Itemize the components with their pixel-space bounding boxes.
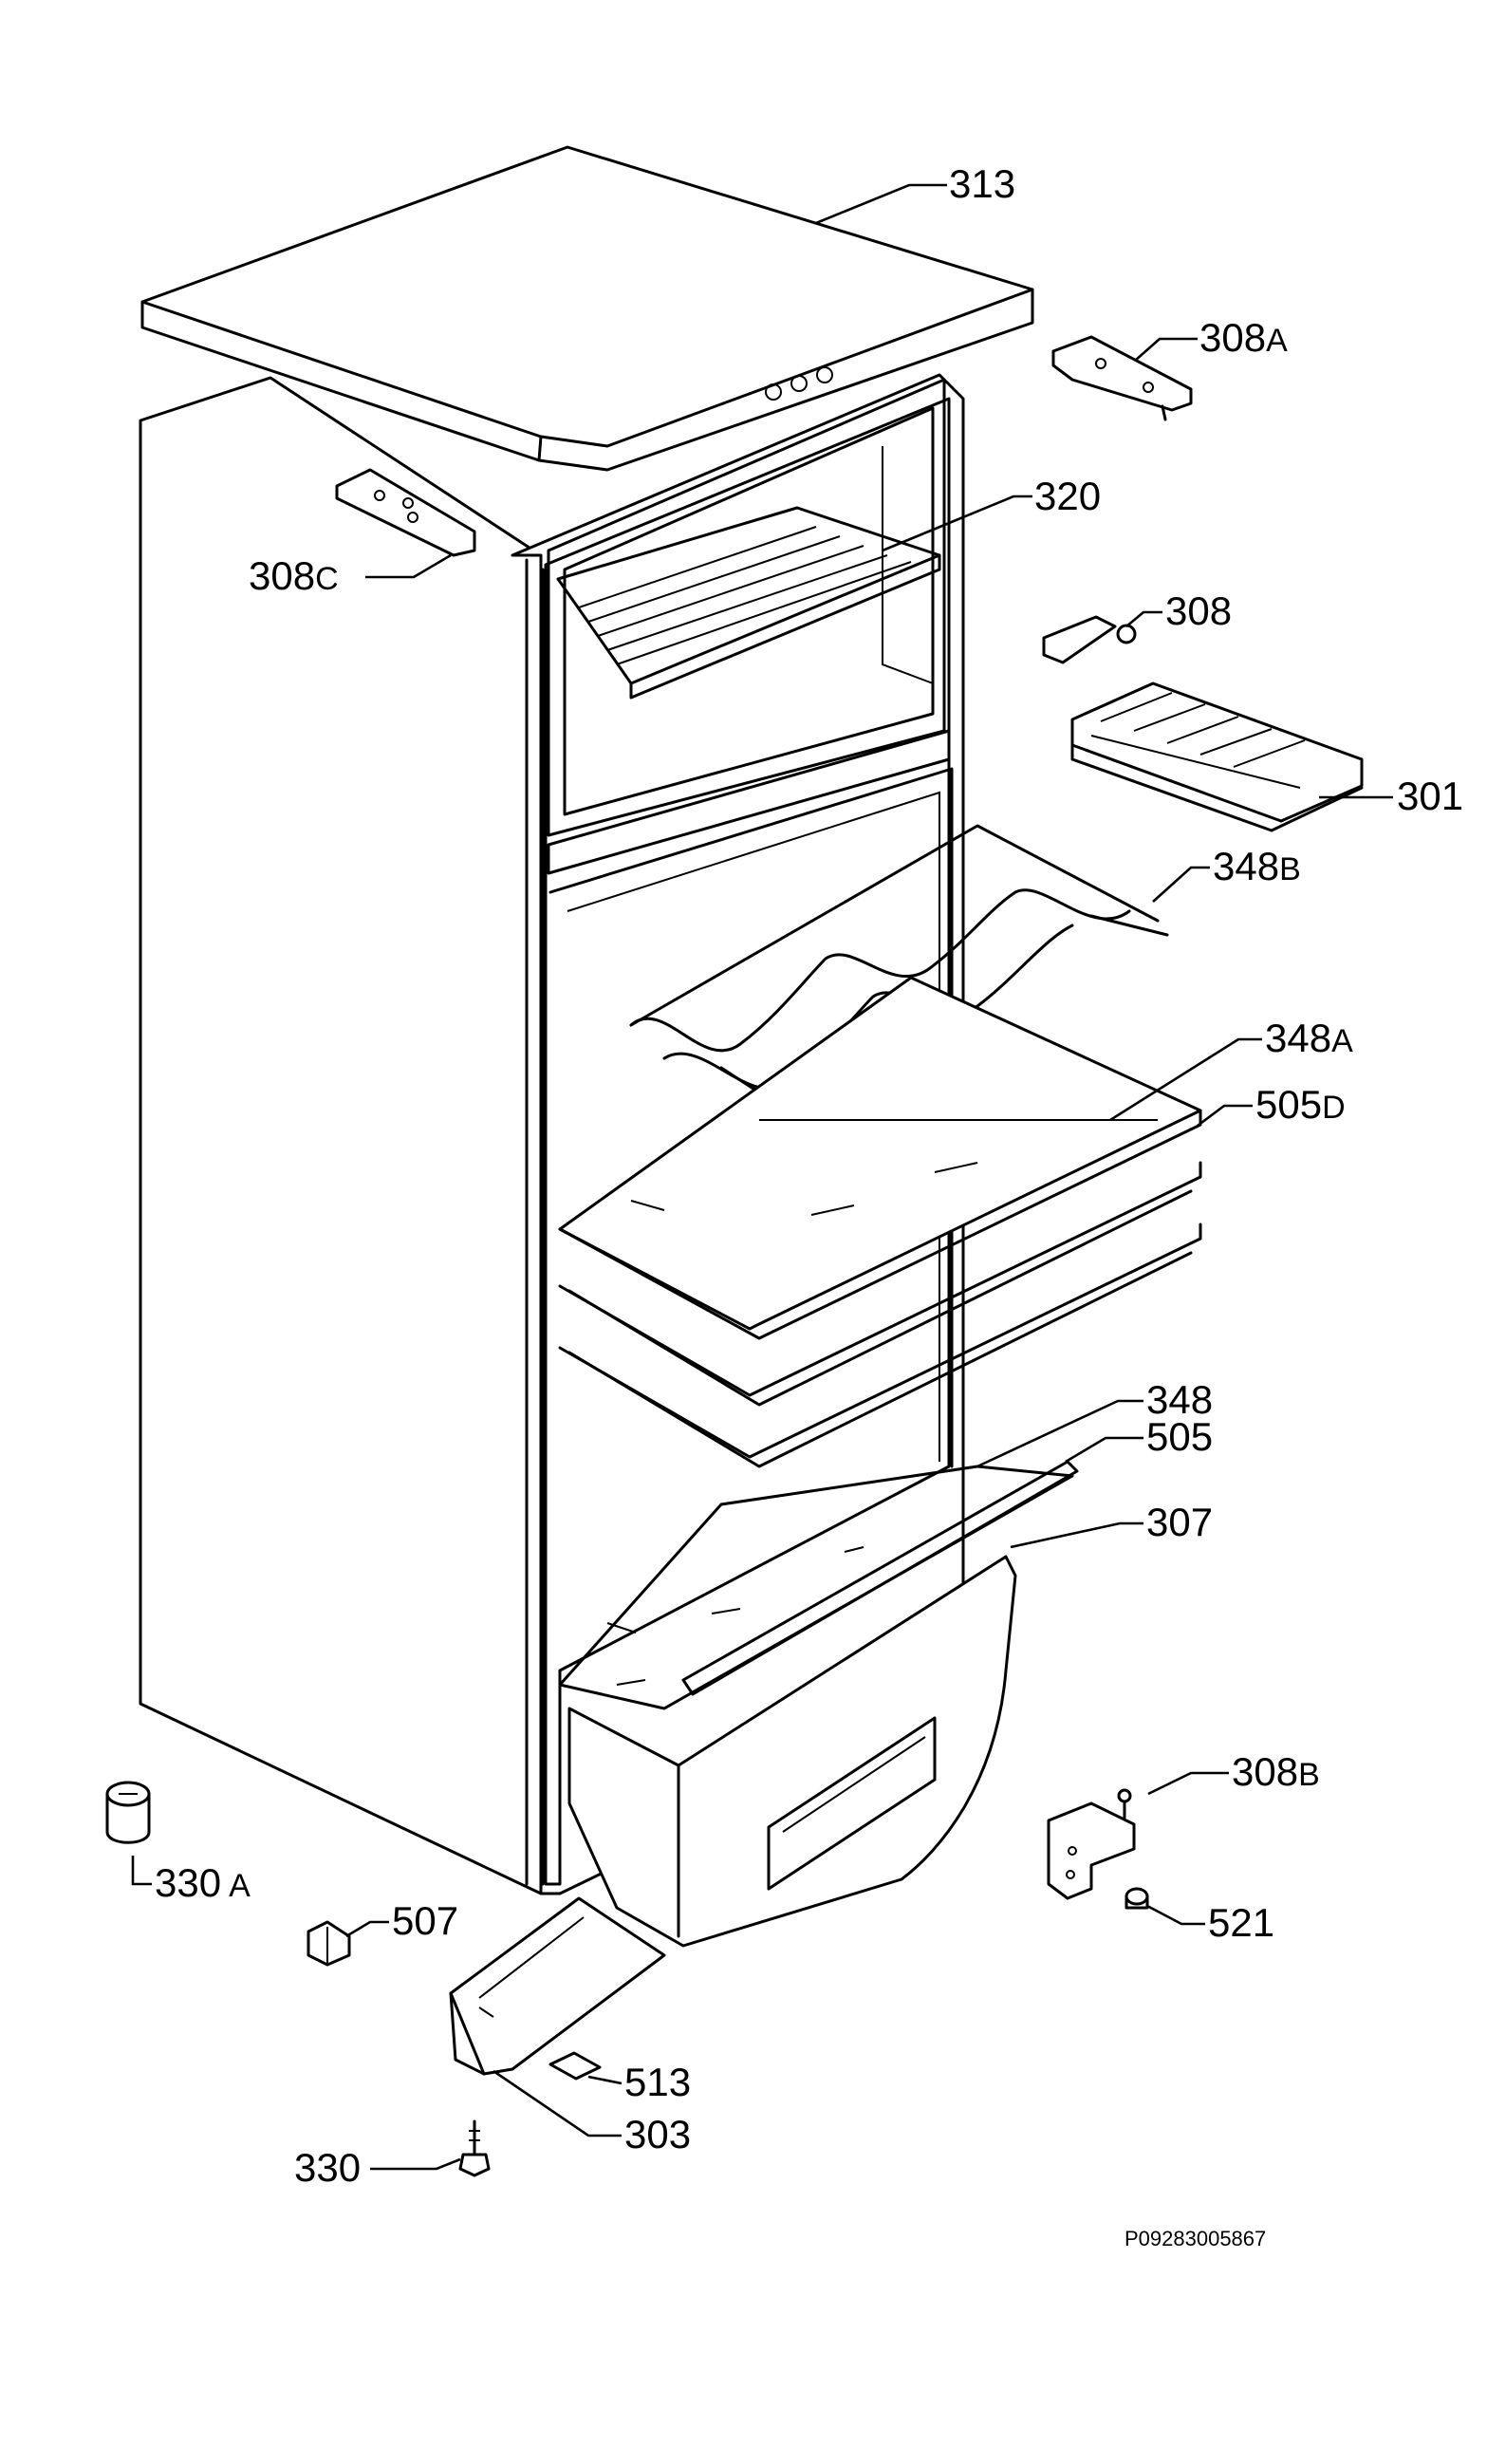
label-308: 308 bbox=[1165, 588, 1232, 633]
leader-308b bbox=[1147, 1771, 1229, 1796]
label-308b: 308B bbox=[1232, 1749, 1320, 1794]
part-505d-shelf-trim bbox=[558, 1161, 1202, 1468]
leader-308 bbox=[1125, 610, 1162, 627]
leader-313 bbox=[815, 183, 947, 225]
label-521: 521 bbox=[1208, 1900, 1274, 1945]
label-307: 307 bbox=[1146, 1500, 1213, 1544]
drawing-code: P09283005867 bbox=[1125, 2227, 1266, 2250]
leader-513 bbox=[587, 2075, 623, 2085]
leader-303 bbox=[493, 2069, 622, 2137]
label-301: 301 bbox=[1397, 774, 1463, 818]
leader-348a bbox=[1109, 1037, 1262, 1122]
leader-348b bbox=[1152, 866, 1210, 903]
label-348: 348 bbox=[1146, 1377, 1213, 1422]
leader-lines bbox=[131, 183, 1393, 2171]
leader-308c bbox=[365, 553, 452, 579]
leader-505 bbox=[1065, 1436, 1143, 1464]
label-308c: 308C bbox=[249, 553, 339, 598]
leader-320 bbox=[882, 495, 1032, 552]
part-330-leveling-screw bbox=[458, 2119, 491, 2177]
part-348a-glass-shelf bbox=[558, 976, 1202, 1340]
part-521-hinge-pin-cap bbox=[1125, 1887, 1149, 1910]
part-507-clip bbox=[307, 1920, 351, 1967]
label-308a: 308A bbox=[1199, 315, 1288, 360]
part-313-top-cover bbox=[140, 145, 1034, 472]
part-348-crisper-glass bbox=[558, 1465, 1074, 1710]
label-303: 303 bbox=[624, 2112, 691, 2156]
part-513-kick-plate-clip bbox=[548, 2051, 602, 2081]
part-308-hinge-pin-bracket bbox=[1042, 615, 1137, 664]
part-308b-lower-hinge bbox=[1047, 1788, 1136, 1900]
leader-330 bbox=[370, 2157, 461, 2171]
part-301-ice-cube-tray bbox=[1070, 681, 1364, 832]
part-348b-bottle-rack bbox=[629, 824, 1169, 1131]
leader-505d bbox=[1197, 1104, 1253, 1128]
label-313: 313 bbox=[949, 161, 1015, 206]
leader-307 bbox=[1010, 1521, 1143, 1549]
label-320: 320 bbox=[1034, 474, 1101, 518]
label-505: 505 bbox=[1146, 1414, 1213, 1459]
label-507: 507 bbox=[392, 1898, 458, 1943]
callout-labels: 313 308A 320 308C 308 301 348B 348A 505D… bbox=[155, 161, 1463, 2250]
label-330: 330 bbox=[294, 2145, 361, 2190]
part-307-crisper-drawer bbox=[567, 1555, 1017, 1948]
leader-330a bbox=[131, 1856, 152, 1886]
label-348b: 348B bbox=[1213, 844, 1301, 888]
leader-308a bbox=[1134, 337, 1198, 362]
leader-507 bbox=[345, 1920, 389, 1938]
leader-348 bbox=[976, 1399, 1143, 1468]
label-348a: 348A bbox=[1265, 1016, 1353, 1060]
part-308a-upper-hinge-bracket bbox=[1051, 335, 1193, 421]
label-505d: 505D bbox=[1255, 1082, 1346, 1127]
part-330a-adjustable-foot bbox=[105, 1781, 151, 1844]
leader-521 bbox=[1146, 1904, 1205, 1926]
part-303-kick-plate bbox=[449, 1896, 666, 2076]
part-320-freezer-grid-shelf bbox=[556, 506, 941, 700]
label-513: 513 bbox=[624, 2060, 691, 2104]
part-308c-hinge-plate bbox=[335, 468, 476, 557]
part-505-shelf-front-trim bbox=[681, 1460, 1079, 1696]
